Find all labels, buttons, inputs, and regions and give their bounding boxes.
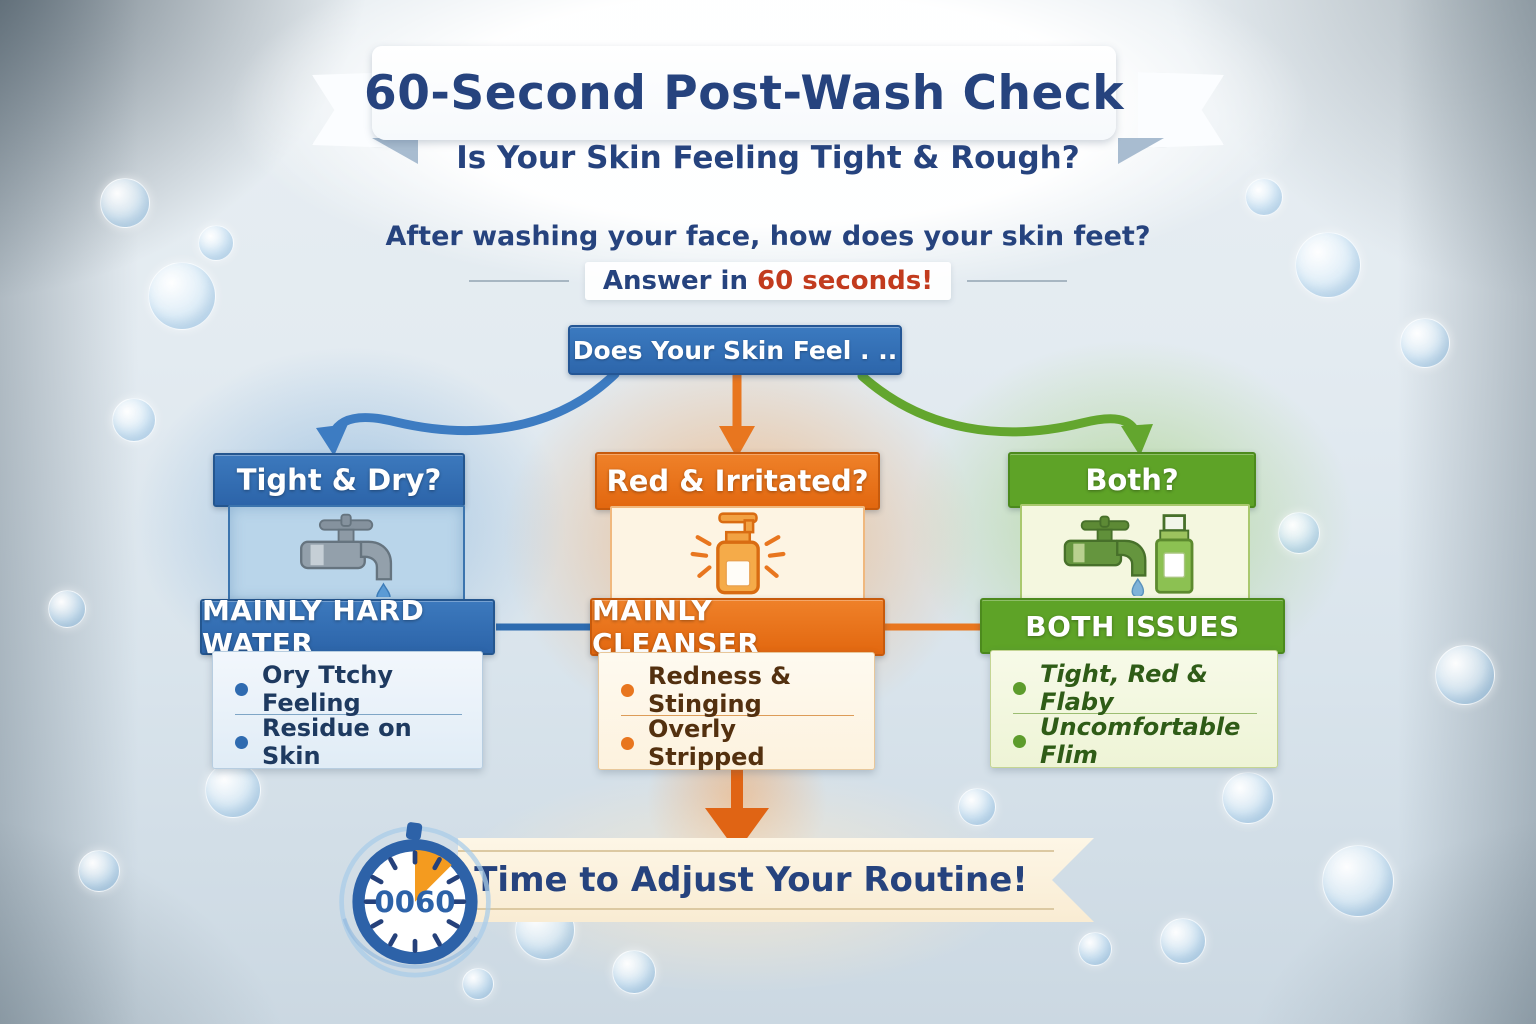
bullet-icon [621,683,634,697]
branch-question-box: Tight & Dry? [213,453,465,507]
arrowhead-blue [316,424,348,456]
branch-result-box: BOTH ISSUES [980,598,1285,654]
root-decision-node: Does Your Skin Feel . .. [568,325,902,375]
branch-result-label: MAINLY HARD WATER [202,594,425,660]
branch-result-box: MAINLY HARD WATER [200,594,495,660]
branch-question-label: Tight & Dry? [236,463,442,497]
bubble [1222,772,1274,824]
arrow-to-both [857,371,1142,439]
list-divider [1013,713,1257,714]
symptom-item: Redness & Stinging [621,662,854,718]
symptom-text: Residue on Skin [262,714,412,770]
bubble [78,850,120,892]
symptom-list: Redness & Stinging Overly Stripped [598,652,875,771]
symptom-item: Ory Ttchy Feeling [235,661,462,717]
stopwatch-ticks [363,850,467,953]
branch-both: Both? BOTH ISSUES Tight, Red & Flaby [980,452,1285,772]
rule-left [468,280,569,282]
symptom-item: Overly Stripped [621,715,854,771]
answer-row: Answer in 60 seconds! [0,262,1536,300]
bubble [1322,845,1394,917]
cleanser-icon-panel [610,506,865,602]
branch-question-box: Both? [1008,452,1256,508]
symptom-item: Uncomfortable Flim [1013,713,1257,769]
page-title: 60-Second Post-Wash Check [364,65,1124,121]
branch-result-box: MAINLY CLEANSER [590,594,885,660]
page-subtitle: Is Your Skin Feeling Tight & Rough? [456,140,1080,176]
branch-result-label: MAINLY CLEANSER [592,594,760,660]
stopwatch-icon: 0060 [335,815,495,979]
symptom-list: Ory Ttchy Feeling Residue on Skin [212,651,483,770]
faucet-icon-panel [228,505,465,603]
branch-question-label: Red & Irritated? [606,464,869,498]
bullet-icon [235,735,248,749]
root-node-label: Does Your Skin Feel . .. [572,335,898,365]
branch-question-box: Red & Irritated? [595,452,880,510]
symptom-text: Overly Stripped [648,715,765,771]
answer-callout: Answer in 60 seconds! [584,262,952,300]
faucet-icon [299,513,392,597]
rule-right [967,280,1068,282]
branch-cleanser: Red & Irritated? MAINLY CLEANSER Redness… [590,452,885,772]
bullet-icon [1013,734,1026,748]
list-divider [621,715,854,716]
bubble [1078,932,1112,966]
bubble [1435,645,1495,705]
intro-question: After washing your face, how does your s… [385,221,1151,252]
bullet-icon [235,682,248,696]
branch-result-label: BOTH ISSUES [1025,609,1240,643]
symptom-text: Ory Ttchy Feeling [262,661,394,717]
branch-hard-water: Tight & Dry? MAINLY HARD WATER Ory Ttchy… [200,453,495,773]
symptom-list: Tight, Red & Flaby Uncomfortable Flim [990,650,1278,769]
title-ribbon: 60-Second Post-Wash Check [364,46,1123,140]
symptom-text: Tight, Red & Flaby [1040,660,1208,716]
symptom-text: Uncomfortable Flim [1040,713,1241,769]
symptom-item: Residue on Skin [235,714,462,770]
stopwatch-value: 0060 [374,885,455,919]
faucet-and-bottle-icon [1063,514,1194,596]
symptom-item: Tight, Red & Flaby [1013,660,1257,716]
both-icons-panel [1020,504,1250,602]
bubble [958,788,996,826]
cleanser-bottle-icon [690,512,785,595]
bullet-icon [1013,681,1026,695]
bubble [1400,318,1450,368]
symptom-text: Redness & Stinging [648,662,792,718]
arrow-to-tight-dry [328,369,620,439]
bubble [48,590,86,628]
footer-banner: Time to Adjust Your Routine! [458,838,1094,922]
answer-prefix: Answer in [602,266,758,296]
bubble [612,950,656,994]
list-divider [235,714,462,715]
footer-banner-text: Time to Adjust Your Routine! [448,850,1054,910]
answer-highlight: 60 seconds! [757,266,934,296]
bullet-icon [621,736,634,750]
branch-question-label: Both? [1085,463,1179,497]
ribbon-tail-right [1138,72,1224,148]
bubble [1160,918,1206,964]
bubble [1245,178,1283,216]
bubble [112,398,156,442]
